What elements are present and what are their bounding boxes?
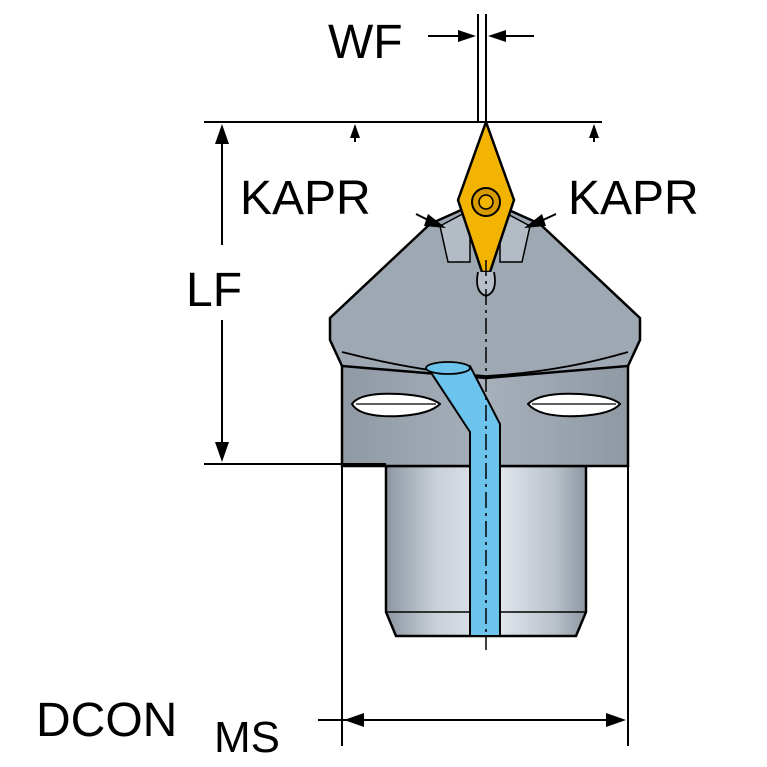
lf-label: LF: [186, 264, 242, 317]
clamp-slot-left: [350, 392, 442, 418]
dcon-label: DCON: [36, 694, 177, 747]
lf-dimension: [204, 121, 602, 465]
kapr-right-label: KAPR: [568, 172, 699, 225]
wf-dimension: [428, 14, 534, 122]
wf-label: WF: [328, 16, 403, 69]
kapr-marks: [350, 124, 599, 228]
clamp-slot-right: [526, 392, 622, 418]
coolant-channel: [425, 361, 501, 637]
dcon-subscript-label: MS: [214, 713, 280, 762]
dcon-dimension: [318, 466, 629, 746]
kapr-left-label: KAPR: [240, 172, 371, 225]
